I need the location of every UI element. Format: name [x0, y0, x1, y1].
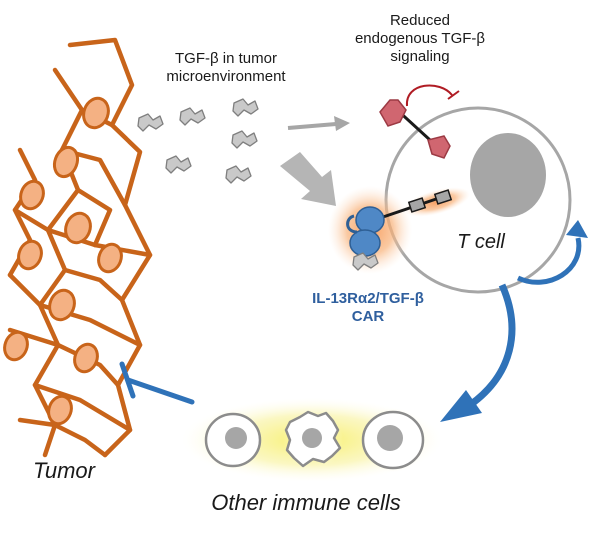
- car-receptor: [328, 186, 470, 274]
- tgf-label-line2: microenvironment: [166, 68, 286, 85]
- activation-self-arrow: [516, 220, 588, 285]
- car-label-line2: CAR: [351, 308, 385, 325]
- tumor-label: Tumor: [33, 458, 95, 483]
- activation-arrow: [440, 283, 516, 422]
- car-label-line1: IL-13Rα2/TGF-β: [312, 290, 424, 307]
- tumor-cells: [7, 37, 153, 458]
- car-label: IL-13Rα2/TGF-β CAR: [268, 290, 468, 326]
- reduced-line1: Reduced: [389, 12, 451, 29]
- tgf-label-line1: TGF-β in tumor: [175, 50, 277, 67]
- immune-cell-2: [284, 410, 342, 468]
- t-cell-label: T cell: [457, 231, 505, 253]
- reduced-line3: signaling: [390, 48, 450, 65]
- reduced-line2: endogenous TGF-β: [354, 30, 486, 47]
- tgf-arrow-thick: [280, 152, 336, 206]
- tgf-ligands: [137, 98, 259, 184]
- tgf-label: TGF-β in tumor microenvironment: [136, 50, 316, 86]
- immune-cell-3: [361, 410, 425, 470]
- immune-cells: [182, 398, 442, 482]
- tgf-arrow-thin: [287, 116, 350, 131]
- immune-cells-label: Other immune cells: [211, 490, 401, 515]
- t-cell-nucleus: [470, 133, 546, 217]
- tumor-nuclei: [3, 96, 123, 426]
- reduced-signaling-label: Reduced endogenous TGF-β signaling: [330, 12, 510, 66]
- endogenous-tgf-receptor: [379, 99, 451, 159]
- inhibition-arrow: [405, 84, 460, 107]
- immune-cell-1: [204, 412, 262, 468]
- tumor-inhibition-arrow: [119, 361, 195, 405]
